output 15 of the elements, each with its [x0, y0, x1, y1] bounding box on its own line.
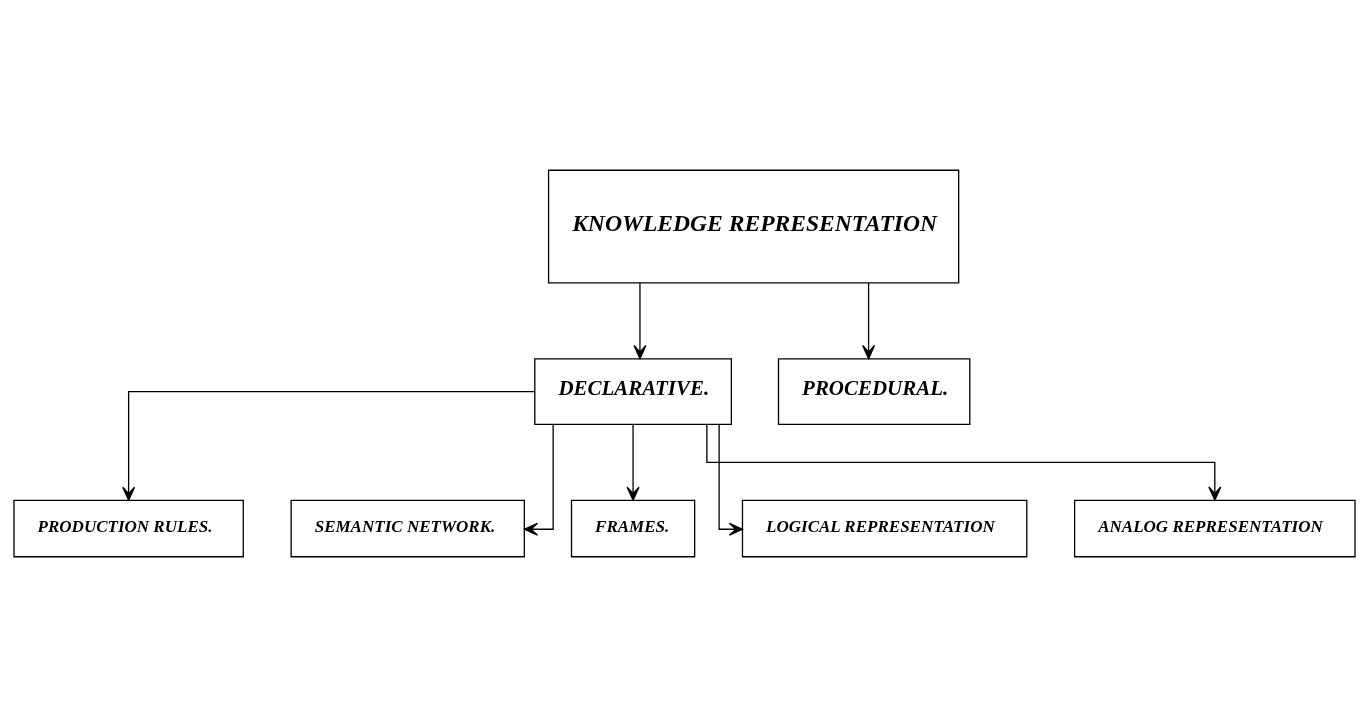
node-box: FRAMES.: [570, 499, 696, 558]
arrow: [523, 423, 554, 536]
arrow: [633, 282, 647, 360]
node-box: PRODUCTION RULES.: [13, 499, 244, 558]
node-box: KNOWLEDGE REPRESENTATION: [547, 169, 960, 284]
arrow: [122, 391, 536, 501]
arrow: [862, 282, 876, 360]
arrow: [706, 423, 1222, 501]
arrow: [718, 423, 744, 536]
arrow: [626, 423, 640, 501]
node-box: LOGICAL REPRESENTATION: [741, 499, 1028, 558]
node-box: PROCEDURAL.: [777, 358, 971, 426]
node-box: SEMANTIC NETWORK.: [290, 499, 525, 558]
node-box: ANALOG REPRESENTATION: [1073, 499, 1356, 558]
node-box: DECLARATIVE.: [534, 358, 732, 426]
